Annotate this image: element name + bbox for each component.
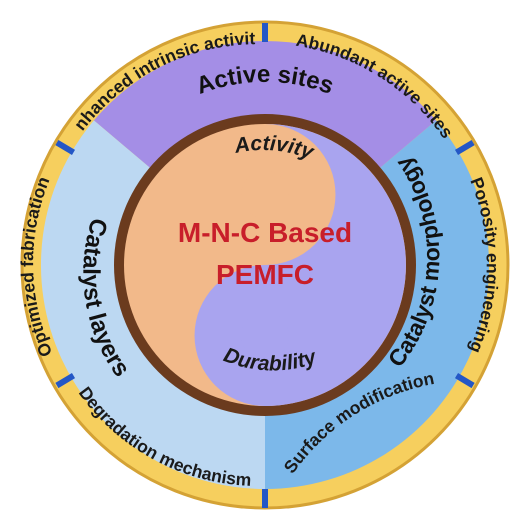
yin-yang-dot-top [241, 170, 289, 219]
divider-lower-right [454, 373, 475, 389]
divider-lower-left [55, 373, 76, 389]
outer-ring-dividers [55, 23, 475, 508]
divider-upper-left [55, 140, 76, 155]
core-title-line2: PEMFC [216, 259, 314, 290]
core-title-line1: M-N-C Based [178, 217, 352, 248]
yin-yang-dot-bottom [241, 311, 289, 360]
divider-upper-right [454, 140, 475, 155]
